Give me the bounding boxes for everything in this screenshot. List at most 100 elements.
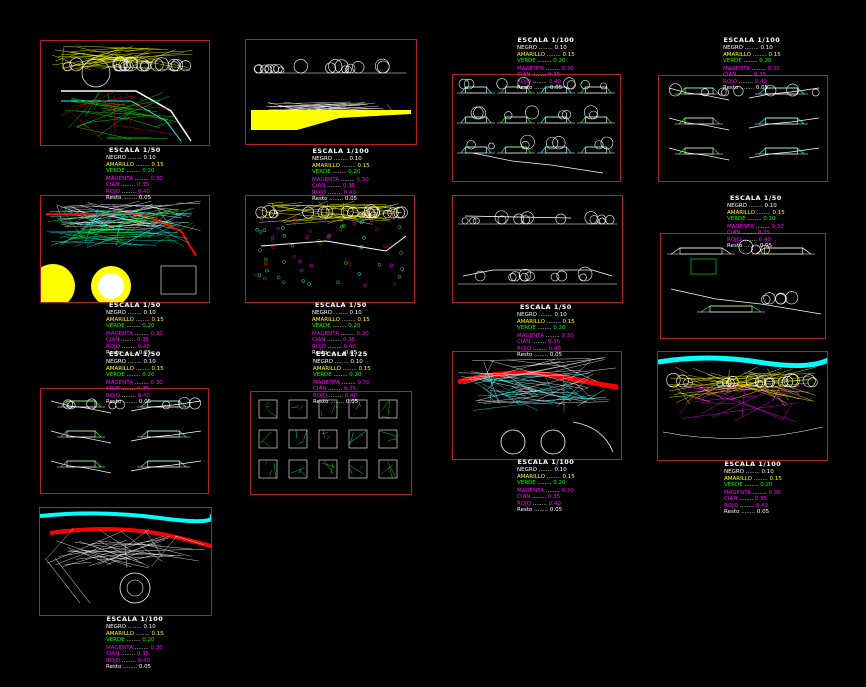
- drawing-sheet-12[interactable]: [657, 351, 828, 461]
- legend-row: AMARILLO ........ 0.15: [106, 630, 164, 637]
- drawing-sheet-5[interactable]: [40, 195, 210, 303]
- building-footprint: [61, 100, 182, 142]
- cad-line: [110, 47, 144, 49]
- legend-row: MAGENTA ........ 0.30: [106, 331, 163, 338]
- cad-line: [266, 104, 347, 112]
- legend-row: Resto ........ 0.05: [724, 509, 770, 516]
- legend-row-name: CIAN: [724, 496, 738, 503]
- tree-symbol: [347, 207, 359, 219]
- legend-row-name: AMARILLO: [723, 51, 751, 58]
- plant-symbol: [293, 215, 297, 220]
- legend-row: Resto ........ 0.05: [106, 350, 152, 357]
- cad-line: [556, 377, 590, 407]
- cad-line: [140, 543, 191, 557]
- legend-row: AMARILLO ........ 0.15: [106, 316, 164, 323]
- legend-row: VERDE ........ 0.20: [312, 322, 361, 329]
- drawing-sheet-4[interactable]: [658, 75, 828, 182]
- cad-line: [59, 232, 143, 246]
- tree-symbol: [600, 136, 614, 150]
- cad-line: [679, 386, 704, 414]
- drawing-sheet-13[interactable]: [39, 507, 212, 616]
- cad-line: [61, 221, 172, 224]
- sheet-4-sections: [668, 83, 820, 161]
- tree-symbol: [470, 106, 484, 120]
- legend-row-value: 0.20: [760, 481, 773, 488]
- cad-line: [62, 47, 64, 69]
- legend-row-value: 0.15: [772, 209, 785, 216]
- drawing-sheet-2[interactable]: [245, 39, 417, 145]
- legend-row-value: 0.20: [349, 371, 362, 378]
- plant-symbol: [377, 263, 382, 267]
- legend-row: VERDE ........ 0.20: [724, 481, 773, 488]
- legend-row-value: 0.10: [349, 310, 362, 317]
- legend-row-name: ROJO: [312, 189, 327, 196]
- legend-row-name: Resto: [517, 507, 533, 514]
- tree-symbol: [577, 266, 593, 282]
- cad-line: [683, 383, 797, 422]
- legend-row: NEGRO ........ 0.10: [106, 155, 156, 162]
- cad-line: [82, 123, 90, 129]
- building-footprint: [61, 90, 192, 142]
- tree-symbol: [579, 273, 587, 282]
- tree-symbol: [781, 376, 794, 388]
- plant-symbol: [271, 245, 275, 250]
- cad-line: [188, 224, 195, 232]
- cad-line: [280, 201, 328, 222]
- legend-row: CIAN ........ 0.35: [313, 386, 357, 393]
- legend-row-name: NEGRO: [106, 624, 127, 631]
- tree-symbol: [367, 205, 381, 219]
- tree-symbol: [469, 217, 477, 225]
- drawing-sheet-3[interactable]: [452, 74, 621, 182]
- cad-line: [783, 388, 800, 394]
- road-line: [572, 421, 614, 453]
- drawing-sheet-10[interactable]: [250, 391, 412, 495]
- cad-line: [97, 535, 170, 565]
- legend-row-value: 0.20: [142, 636, 155, 643]
- plant-symbol: [340, 224, 344, 229]
- plant-symbol: [369, 218, 374, 223]
- legend-row-name: VERDE: [727, 215, 746, 222]
- drawing-sheet-7[interactable]: [452, 195, 623, 303]
- legend-row-name: ROJO: [106, 343, 121, 350]
- legend-row-value: 0.30: [561, 66, 574, 73]
- tree-symbol: [755, 379, 763, 388]
- plant-symbol: [276, 275, 281, 280]
- drawing-sheet-8[interactable]: [660, 233, 826, 339]
- tree-symbol: [525, 271, 535, 282]
- cad-line: [156, 227, 190, 244]
- tree-symbol: [461, 217, 469, 225]
- legend-row-name: MAGENTA: [312, 331, 339, 338]
- tree-symbol: [807, 377, 818, 388]
- cad-line: [64, 204, 93, 207]
- legend-row-value: 0.20: [553, 57, 566, 64]
- cad-line: [47, 208, 151, 222]
- white-circle: [98, 273, 124, 299]
- cad-line: [117, 240, 132, 246]
- drawing-sheet-6[interactable]: [245, 195, 415, 303]
- cad-line: [265, 402, 270, 405]
- legend-row: VERDE ........ 0.20: [106, 322, 155, 329]
- tree-symbol: [69, 57, 84, 72]
- plant-symbol: [292, 222, 297, 226]
- drawing-sheet-11[interactable]: [452, 351, 622, 460]
- legend-row: VERDE ........ 0.20: [727, 215, 776, 222]
- legend-row: AMARILLO ........ 0.15: [106, 161, 164, 168]
- cad-line: [693, 368, 730, 383]
- cad-line: [176, 212, 193, 214]
- legend-row: MAGENTA ........ 0.30: [723, 66, 780, 73]
- plant-symbol: [400, 267, 404, 271]
- drawing-sheet-1[interactable]: [40, 40, 210, 146]
- cad-line: [56, 205, 62, 219]
- cad-line: [80, 550, 182, 556]
- plant-symbol: [258, 248, 262, 252]
- cad-line: [90, 102, 168, 109]
- legend-row-name: CIAN: [106, 651, 120, 658]
- cad-line: [483, 397, 607, 404]
- tree-symbol: [496, 78, 508, 90]
- cad-line: [681, 402, 798, 419]
- cad-line: [291, 467, 305, 474]
- drawing-sheet-9[interactable]: [40, 388, 209, 494]
- cad-box: [348, 459, 368, 479]
